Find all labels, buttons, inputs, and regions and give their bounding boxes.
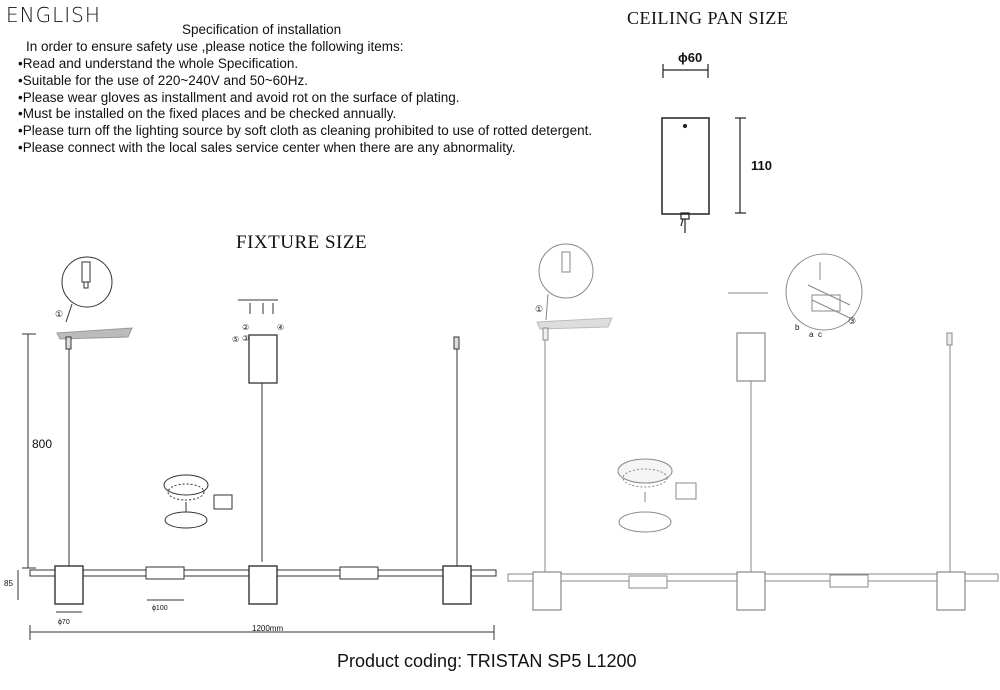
spec-item: •Please wear gloves as installment and a… xyxy=(18,89,460,105)
ceiling-pan-title: CEILING PAN SIZE xyxy=(627,8,789,28)
pan-diameter-label: ϕ60 xyxy=(678,50,702,65)
fixture-drawing-left xyxy=(17,256,497,640)
spec-item: •Suitable for the use of 220~240V and 50… xyxy=(18,72,308,88)
spec-item: •Please connect with the local sales ser… xyxy=(18,139,516,155)
callout-3: ③ xyxy=(242,334,249,343)
spec-title: Specification of installation xyxy=(182,22,342,37)
callout-4: ④ xyxy=(277,323,284,332)
wiring-callout-c: c xyxy=(818,330,822,339)
callout-5: ⑤ xyxy=(232,335,239,344)
callout-1-right: ① xyxy=(535,304,543,314)
wiring-callout-3: ③ xyxy=(848,316,856,326)
product-coding: Product coding: TRISTAN SP5 L1200 xyxy=(337,651,637,671)
spec-item: •Read and understand the whole Specifica… xyxy=(18,56,299,71)
fixture-drawing-right xyxy=(507,243,999,611)
callout-1: ① xyxy=(55,309,63,319)
ceiling-pan-drawing xyxy=(661,64,746,233)
language-label: ENGLISH xyxy=(6,3,101,27)
spec-item: •Please turn off the lighting source by … xyxy=(18,123,593,139)
wiring-callout-b: b xyxy=(795,323,800,332)
wiring-callout-a: a xyxy=(809,330,814,339)
fixture-size-title: FIXTURE SIZE xyxy=(236,232,368,253)
spec-item: •Must be installed on the fixed places a… xyxy=(18,106,397,122)
spec-intro: In order to ensure safety use ,please no… xyxy=(26,39,404,54)
spec-list: •Read and understand the whole Specifica… xyxy=(18,56,592,157)
shade-diameter-label: ϕ70 xyxy=(58,619,70,626)
pan-height-label: 110 xyxy=(751,158,772,173)
drop-height-label: 800 xyxy=(32,437,52,451)
panel-diameter-label: ϕ100 xyxy=(152,605,168,612)
callout-2: ② xyxy=(242,323,249,332)
total-length-label: 1200mm xyxy=(252,624,283,633)
bar-height-label: 85 xyxy=(4,579,13,588)
